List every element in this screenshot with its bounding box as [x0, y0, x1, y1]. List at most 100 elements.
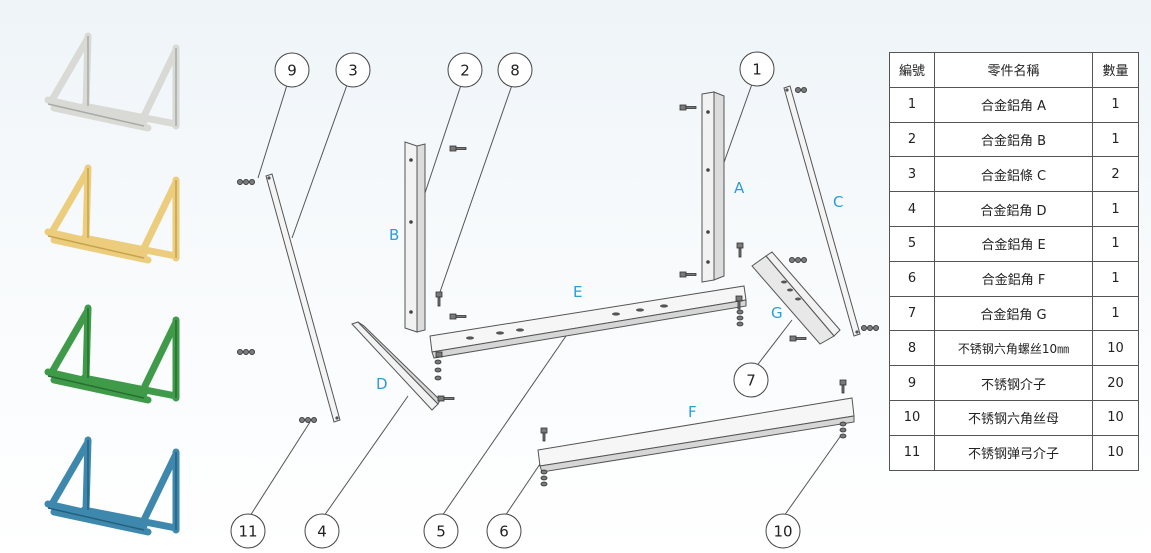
row-number: 6 — [889, 260, 935, 297]
washer-stack-1 — [236, 178, 255, 185]
exploded-view: 9 3 2 8 1 7 11 4 — [230, 51, 880, 549]
row-quantity: 10 — [1092, 330, 1139, 367]
callout-3-label: 3 — [348, 62, 358, 80]
part-label-e: E — [573, 283, 582, 301]
row-number: 9 — [889, 365, 935, 401]
part-angle-d — [351, 321, 441, 411]
row-quantity: 1 — [1092, 86, 1139, 123]
callout-9-label: 9 — [287, 62, 297, 80]
row-part-name: 不锈钢六角螺丝10㎜ — [934, 330, 1093, 367]
callout-7-label: 7 — [746, 372, 756, 390]
row-quantity: 1 — [1092, 121, 1139, 158]
row-number: 11 — [889, 434, 935, 471]
row-number: 8 — [889, 330, 935, 367]
row-number: 5 — [889, 225, 935, 262]
callout-1-label: 1 — [752, 61, 762, 79]
callout-5-label: 5 — [436, 523, 446, 541]
callout-10-label: 10 — [773, 523, 792, 541]
callout-2-label: 2 — [460, 62, 470, 80]
bolt-12 — [435, 351, 443, 358]
row-quantity: 2 — [1092, 156, 1139, 193]
bracket-thumbnail-blue — [44, 436, 180, 536]
row-number: 1 — [889, 86, 935, 123]
row-part-name: 合金鋁條 C — [934, 156, 1093, 193]
bolt-8 — [736, 242, 744, 258]
row-quantity: 1 — [1092, 295, 1139, 332]
callout-7: 7 — [733, 362, 769, 398]
part-angle-g — [751, 251, 841, 345]
nut-stack-3 — [839, 421, 847, 439]
row-part-name: 合金鋁角 D — [934, 191, 1093, 227]
row-part-name: 合金鋁角 G — [934, 295, 1093, 332]
header-number: 編號 — [889, 52, 935, 88]
bolt-3 — [449, 145, 467, 152]
callout-8: 8 — [497, 52, 533, 88]
row-quantity: 10 — [1092, 434, 1139, 471]
row-part-name: 合金鋁角 F — [934, 260, 1093, 297]
row-quantity: 1 — [1092, 225, 1139, 262]
bolt-11 — [839, 379, 847, 394]
bracket-thumbnail-gold — [44, 164, 180, 264]
callout-5: 5 — [423, 513, 459, 549]
part-label-b: B — [389, 226, 399, 244]
part-label-g: G — [771, 304, 783, 322]
part-label-a: A — [734, 179, 745, 197]
row-number: 10 — [889, 399, 935, 436]
nut-stack-1 — [736, 309, 744, 327]
part-label-f: F — [688, 403, 697, 421]
row-part-name: 合金鋁角 B — [934, 121, 1093, 158]
callout-2: 2 — [447, 52, 483, 88]
callout-1: 1 — [739, 51, 775, 87]
part-strip-c-right — [783, 85, 861, 337]
callout-6: 6 — [486, 513, 522, 549]
bolt-5 — [437, 395, 455, 402]
callout-11-label: 11 — [238, 523, 257, 541]
part-strip-c-left — [265, 173, 341, 423]
callout-11: 11 — [230, 513, 266, 549]
header-part-name: 零件名稱 — [934, 52, 1093, 88]
bolt-6 — [789, 335, 807, 342]
table-header-row: 編號 零件名稱 數量 — [889, 52, 1139, 88]
row-quantity: 20 — [1092, 365, 1139, 401]
header-quantity: 數量 — [1092, 52, 1139, 88]
callout-10: 10 — [765, 513, 801, 549]
callout-8-label: 8 — [510, 62, 520, 80]
callout-3: 3 — [335, 52, 371, 88]
row-part-name: 合金鋁角 A — [934, 86, 1093, 123]
washer-stack-4 — [789, 256, 808, 263]
row-quantity: 10 — [1092, 399, 1139, 436]
row-number: 7 — [889, 295, 935, 332]
row-number: 2 — [889, 121, 935, 158]
callout-4: 4 — [304, 513, 340, 549]
bolt-4 — [449, 313, 467, 320]
row-quantity: 1 — [1092, 260, 1139, 297]
bolt-10 — [540, 427, 548, 442]
nut-stack-2 — [434, 359, 442, 381]
bolt-9 — [735, 295, 743, 310]
row-part-name: 不锈钢介子 — [934, 365, 1093, 401]
leader-lines — [249, 83, 843, 517]
bracket-thumbnail-green — [44, 304, 180, 404]
part-angle-f — [537, 397, 855, 473]
callout-4-label: 4 — [317, 523, 327, 541]
part-angle-b — [404, 141, 426, 333]
fasteners — [236, 87, 880, 487]
washer-stack-3 — [298, 416, 317, 423]
bracket-thumbnail-white — [44, 32, 180, 132]
bolt-7 — [435, 291, 443, 307]
bolt-1 — [679, 104, 697, 111]
part-label-c: C — [833, 193, 843, 211]
nut-stack-4 — [540, 469, 548, 487]
